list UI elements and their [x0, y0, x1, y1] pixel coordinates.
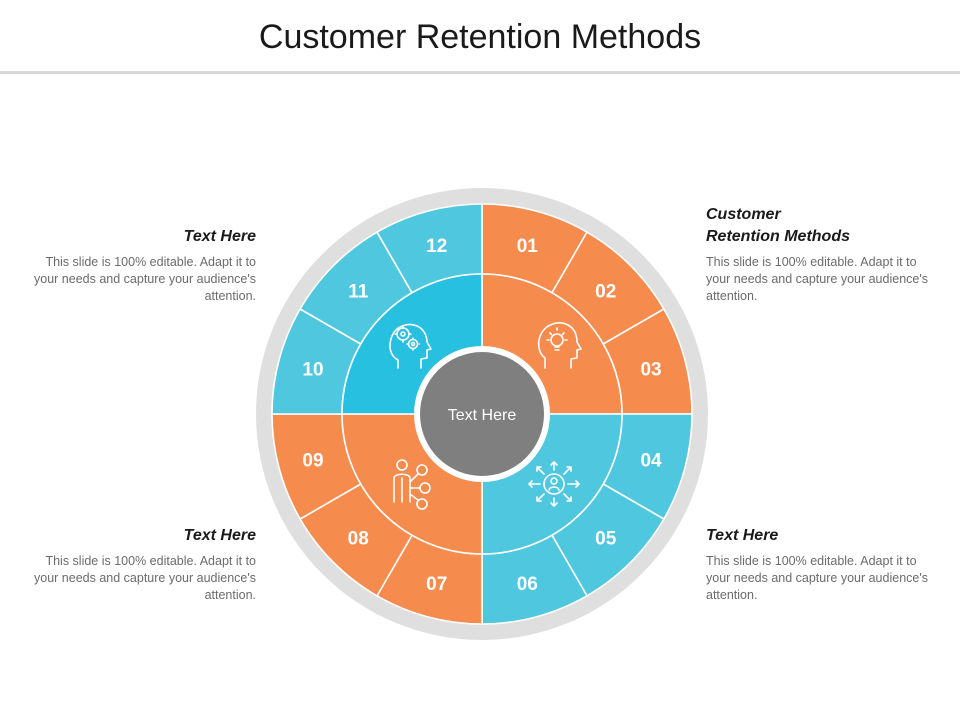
block-body: This slide is 100% editable. Adapt it to… — [706, 255, 928, 303]
segment-number-02: 02 — [595, 281, 616, 302]
block-heading-line1: Customer — [706, 206, 781, 223]
title-divider — [0, 71, 960, 74]
segment-number-06: 06 — [517, 574, 538, 595]
segment-number-07: 07 — [426, 574, 447, 595]
text-block-bottom-right: Text Here This slide is 100% editable. A… — [706, 525, 928, 604]
center-label: Text Here — [448, 407, 517, 424]
segment-number-01: 01 — [517, 236, 539, 257]
person-connections-icon — [393, 459, 431, 510]
segment-number-03: 03 — [640, 360, 661, 381]
block-heading: Customer Retention Methods — [706, 204, 928, 248]
block-body: This slide is 100% editable. Adapt it to… — [34, 554, 256, 602]
block-heading-line2: Retention Methods — [706, 228, 850, 245]
block-body: This slide is 100% editable. Adapt it to… — [34, 255, 256, 303]
segment-number-10: 10 — [302, 360, 323, 381]
lightbulb-head-icon — [537, 322, 582, 369]
gear-head-icon — [389, 323, 432, 369]
page-title: Customer Retention Methods — [258, 18, 702, 56]
segment-number-09: 09 — [302, 450, 323, 471]
block-heading: Text Here — [706, 527, 779, 544]
text-block-top-left: Text Here This slide is 100% editable. A… — [34, 226, 256, 305]
segment-number-05: 05 — [595, 529, 617, 550]
segment-number-12: 12 — [426, 236, 447, 257]
segment-number-04: 04 — [640, 450, 662, 471]
block-body: This slide is 100% editable. Adapt it to… — [706, 554, 928, 602]
segment-number-08: 08 — [348, 529, 369, 550]
text-block-top-right: Customer Retention Methods This slide is… — [706, 204, 928, 305]
center-circle — [420, 352, 544, 476]
segment-number-11: 11 — [348, 281, 369, 302]
network-person-icon — [528, 461, 580, 507]
text-block-bottom-left: Text Here This slide is 100% editable. A… — [34, 525, 256, 604]
block-heading: Text Here — [183, 228, 256, 245]
block-heading: Text Here — [183, 527, 256, 544]
